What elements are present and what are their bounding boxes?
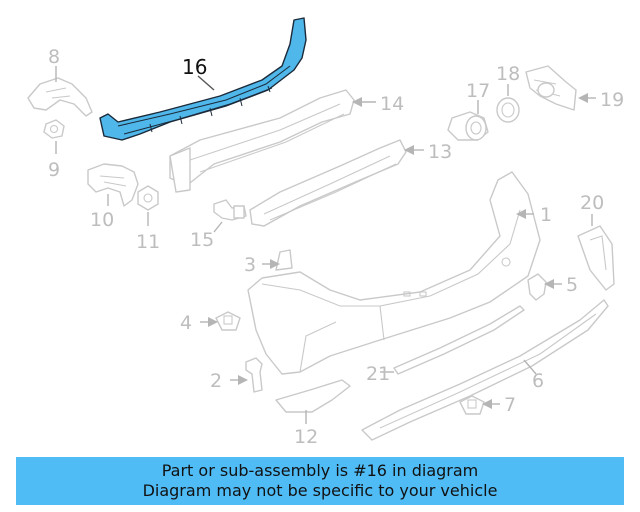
- callout-11: 11: [136, 231, 160, 253]
- part-19-bracket: [525, 65, 577, 111]
- part-13-absorber: [249, 139, 407, 227]
- callout-20: 20: [580, 192, 604, 214]
- part-18-grommet: [496, 97, 520, 123]
- part-4-clip: [215, 311, 241, 331]
- part-9-nut: [43, 119, 65, 139]
- callout-5: 5: [566, 274, 578, 296]
- part-6-valance: [361, 299, 609, 441]
- callout-14: 14: [380, 93, 404, 115]
- callout-17: 17: [466, 80, 490, 102]
- part-14-impact-bar: [169, 89, 355, 193]
- part-8-bracket: [27, 77, 93, 117]
- callout-3: 3: [244, 254, 256, 276]
- part-15-bolt: [213, 199, 247, 221]
- callout-19: 19: [600, 89, 624, 111]
- callout-12: 12: [294, 426, 318, 448]
- part-10-bracket: [87, 163, 139, 207]
- callout-15: 15: [190, 229, 214, 251]
- callout-7: 7: [504, 394, 516, 416]
- banner-line-1: Part or sub-assembly is #16 in diagram: [161, 461, 479, 480]
- callout-16: 16: [182, 55, 207, 79]
- callout-2: 2: [210, 370, 222, 392]
- callout-10: 10: [90, 209, 114, 231]
- part-11-nut: [137, 185, 159, 211]
- part-12-side-trim: [275, 379, 351, 413]
- part-3-clip: [275, 249, 293, 271]
- part-7-clip: [459, 395, 485, 415]
- part-5-reflector: [527, 273, 547, 301]
- part-16-highlighted: [99, 17, 307, 141]
- part-17-sensor: [447, 111, 489, 141]
- part-21-trim-strip: [393, 305, 525, 375]
- callout-6: 6: [532, 370, 544, 392]
- disclaimer-banner: Part or sub-assembly is #16 in diagram D…: [16, 457, 624, 505]
- callout-1: 1: [540, 204, 552, 226]
- callout-8: 8: [48, 46, 60, 68]
- part-1-bumper-cover: [247, 171, 541, 375]
- callout-21: 21: [366, 363, 390, 385]
- callout-9: 9: [48, 159, 60, 181]
- banner-line-2: Diagram may not be specific to your vehi…: [142, 481, 498, 500]
- part-2-screw: [245, 357, 263, 393]
- callout-18: 18: [496, 63, 520, 85]
- part-20-reflector: [577, 225, 615, 291]
- callout-4: 4: [180, 312, 192, 334]
- callout-13: 13: [428, 141, 452, 163]
